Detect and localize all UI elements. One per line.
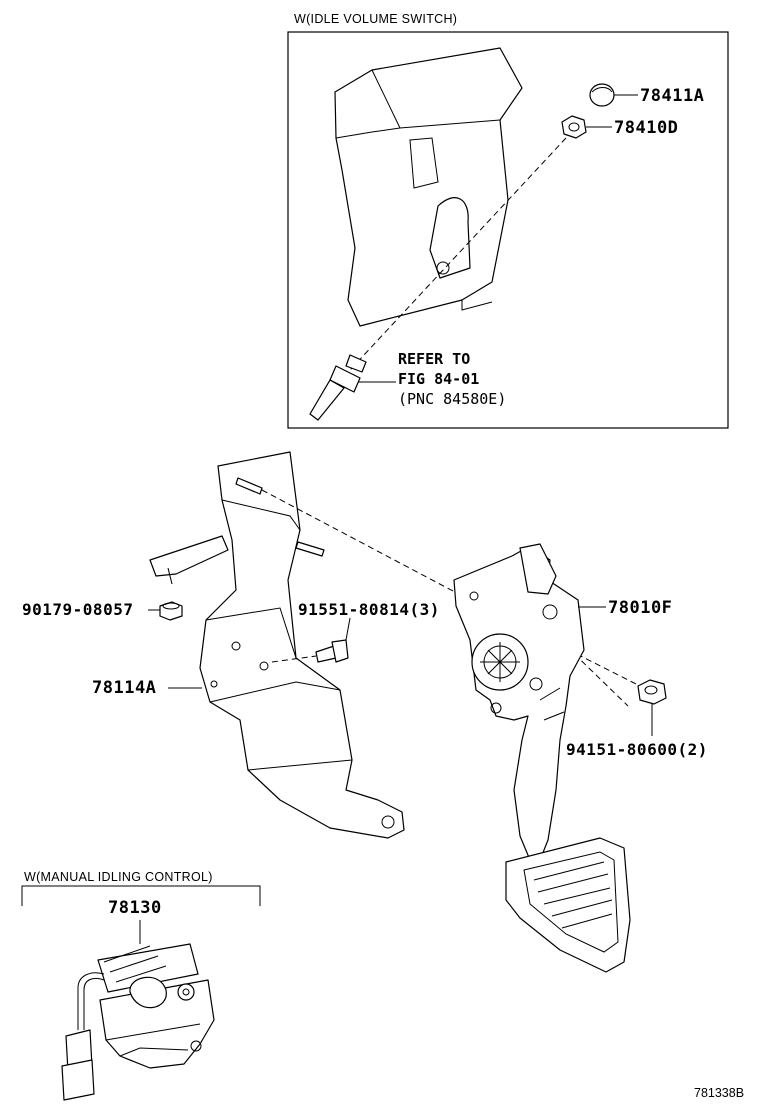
nut-78410D — [561, 115, 587, 139]
inset-frame — [287, 31, 729, 429]
part-78010F-label: 78010F — [608, 598, 673, 618]
nut-94151 — [637, 679, 667, 705]
part-91551-label: 91551-80814(3) — [298, 600, 440, 619]
part-78130-label: 78130 — [108, 898, 162, 918]
manual-idling-caption: W(MANUAL IDLING CONTROL) — [24, 870, 213, 884]
refer-line-3: (PNC 84580E) — [398, 390, 507, 408]
figure-code: 781338B — [694, 1086, 745, 1100]
cap-78411A — [589, 83, 615, 107]
pedal-bracket — [149, 451, 405, 839]
bracket-studs — [235, 477, 325, 557]
part-78114A-label: 78114A — [92, 678, 157, 698]
manual-caption-bracket — [21, 885, 261, 906]
idling-control-assembly — [61, 943, 215, 1101]
refer-line-2: FIG 84-01 — [398, 370, 480, 388]
part-78410D-label: 78410D — [614, 118, 679, 138]
switch-plunger — [309, 354, 367, 421]
part-78411A-label: 78411A — [640, 86, 705, 106]
part-90179-label: 90179-08057 — [22, 600, 134, 619]
refer-line-1: REFER TO — [398, 350, 471, 368]
bolt-91551 — [315, 639, 349, 663]
nut-90179 — [159, 601, 183, 621]
part-94151-label: 94151-80600(2) — [566, 740, 708, 759]
switch-cover — [334, 47, 523, 327]
idle-volume-switch-caption: W(IDLE VOLUME SWITCH) — [294, 12, 458, 26]
accelerator-pedal — [453, 543, 631, 973]
